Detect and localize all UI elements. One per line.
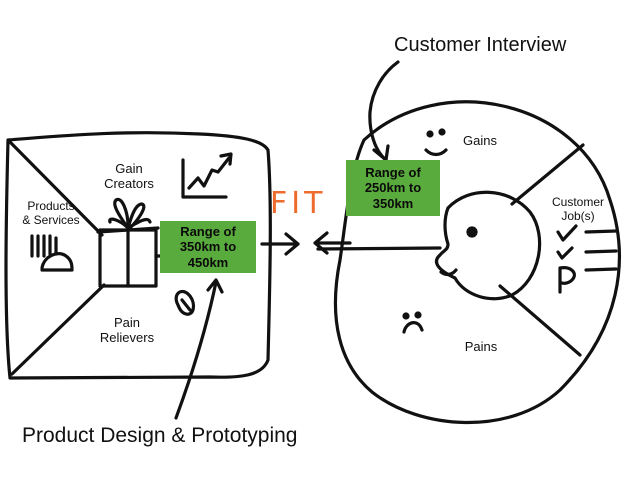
- pain-relievers-label: Pain Relievers: [99, 315, 155, 345]
- fit-label: FIT: [270, 186, 327, 221]
- value-map-range-box: Range of 350km to 450km: [160, 221, 256, 273]
- arrow-right: [260, 232, 300, 256]
- profile-divider-bottom: [498, 284, 582, 357]
- smiley-icon: [424, 128, 448, 157]
- growth-chart-icon: [181, 152, 233, 199]
- gain-creators-label: Gain Creators: [104, 161, 154, 191]
- customer-interview-title: Customer Interview: [394, 34, 567, 56]
- arrow-product-design: [174, 280, 218, 420]
- product-design-title: Product Design & Prototyping: [22, 424, 298, 447]
- products-services-label: Products & Services: [22, 199, 80, 227]
- customer-profile-range-box: Range of 250km to 350km: [346, 160, 440, 216]
- job-checklist-icon: [556, 224, 618, 294]
- customer-face: [434, 190, 542, 301]
- value-map-diagonal-top: [8, 140, 104, 237]
- arrow-product-design-head: [206, 278, 224, 294]
- profile-divider-left: [316, 246, 442, 251]
- pains-label: Pains: [464, 339, 498, 354]
- products-services-icon: [30, 234, 74, 272]
- arrow-customer-interview: [368, 60, 400, 162]
- customer-jobs-label: Customer Job(s): [551, 195, 604, 223]
- gains-label: Gains: [463, 133, 497, 148]
- frown-icon: [402, 311, 424, 334]
- customer-smile: [439, 268, 458, 277]
- pill-icon: [174, 289, 196, 316]
- customer-eye: [466, 226, 478, 238]
- value-map-square: [4, 131, 272, 380]
- customer-profile-circle: [333, 100, 621, 425]
- value-map-diagonal-bottom: [10, 283, 106, 376]
- profile-divider-top: [510, 143, 585, 206]
- arrow-left: [313, 231, 352, 255]
